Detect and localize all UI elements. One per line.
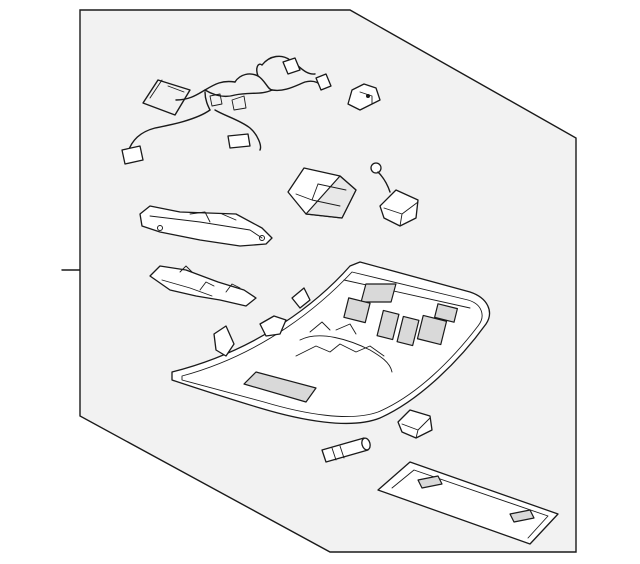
switch <box>397 409 433 439</box>
lower-bracket <box>149 265 257 307</box>
bulb <box>321 437 371 463</box>
switch-bracket <box>139 205 273 247</box>
mounting-bracket <box>347 83 381 111</box>
sensor <box>370 162 419 227</box>
wiring-harness <box>121 55 332 165</box>
control-module <box>287 167 357 219</box>
lens-cover <box>377 461 559 545</box>
console-housing <box>171 261 491 425</box>
assembly-panel <box>79 9 577 553</box>
